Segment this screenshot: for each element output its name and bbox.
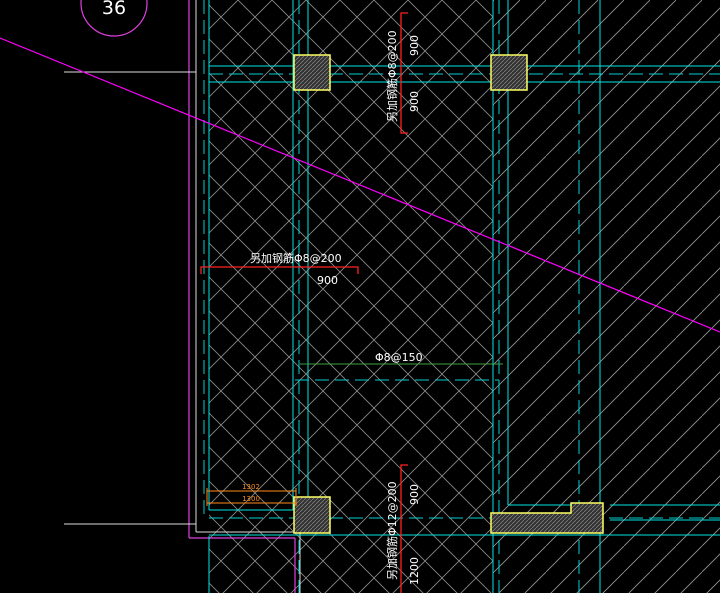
small-dimension-1: 1302 — [242, 483, 260, 491]
dimension-left: 900 — [317, 274, 338, 287]
grid-bubble-label: 36 — [102, 0, 126, 19]
boundary-lines — [188, 0, 296, 593]
distribution-rebar-label: Φ8@150 — [375, 351, 423, 364]
slab-hatch-left — [209, 0, 493, 593]
dimension-top-upper: 900 — [408, 35, 421, 56]
rebar-label-top: 另加钢筋Φ8@200 — [385, 30, 399, 122]
column-bottom-left — [293, 496, 331, 534]
rebar-symbols — [200, 12, 408, 593]
small-dimension-2: 1300 — [242, 495, 260, 503]
rebar-label-bottom: 另加钢筋Φ12@200 — [385, 481, 399, 580]
small-dimension-marks — [206, 488, 297, 506]
grid-bubble — [80, 0, 148, 37]
slab-hatch-right — [493, 0, 720, 593]
section-cut-line — [0, 37, 720, 333]
dimension-bottom-upper: 900 — [408, 484, 421, 505]
column-bottom-right — [490, 502, 604, 534]
column-top-left — [293, 54, 331, 91]
dimension-top-lower: 900 — [408, 91, 421, 112]
wall-lines — [64, 0, 301, 593]
dimension-bottom-lower: 1200 — [408, 557, 421, 585]
rebar-label-left: 另加钢筋Φ8@200 — [250, 251, 342, 265]
column-top-right — [490, 54, 528, 91]
